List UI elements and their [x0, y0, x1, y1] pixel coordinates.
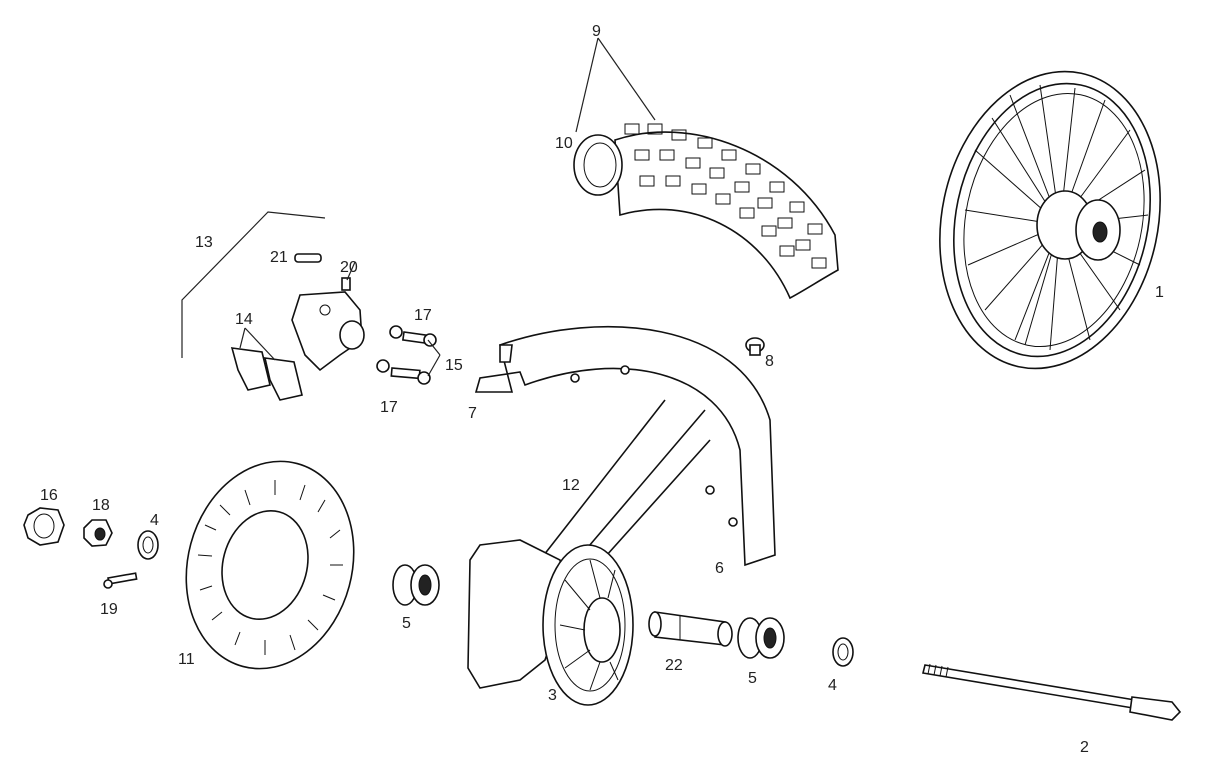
part-axle-nut: [23, 507, 65, 546]
label-18: 18: [92, 497, 110, 514]
part-wheel-assembly: [939, 70, 1161, 370]
label-4-left: 4: [150, 512, 159, 529]
label-8: 8: [765, 353, 774, 370]
callout-labels: 1 2 3 4 4 5 5 6 7 8 9 10 11 12 13 14 15 …: [40, 23, 1164, 756]
label-12: 12: [562, 477, 580, 494]
label-17-top: 17: [414, 307, 432, 324]
part-washer-right: [832, 637, 854, 667]
part-brake-caliper: [181, 211, 365, 401]
part-bearing-left: [392, 564, 440, 606]
label-22: 22: [665, 657, 683, 674]
part-caliper-bolts: [376, 325, 441, 385]
label-7: 7: [468, 405, 477, 422]
part-axle: [922, 663, 1182, 721]
part-washer-left: [137, 530, 159, 560]
label-1: 1: [1155, 284, 1164, 301]
leader-lines: [346, 261, 356, 281]
label-2: 2: [1080, 739, 1089, 756]
label-20: 20: [340, 259, 358, 276]
label-17-bottom: 17: [380, 399, 398, 416]
label-5-right: 5: [748, 670, 757, 687]
label-11: 11: [178, 651, 195, 668]
label-19: 19: [100, 601, 118, 618]
label-16: 16: [40, 487, 58, 504]
label-5-left: 5: [402, 615, 411, 632]
part-tyre: [573, 37, 839, 300]
label-9: 9: [592, 23, 601, 40]
label-6: 6: [715, 560, 724, 577]
part-bearing-right: [737, 617, 785, 659]
part-fender: [474, 325, 776, 567]
label-3: 3: [548, 687, 557, 704]
part-bolt: [103, 572, 138, 589]
label-21: 21: [270, 249, 288, 266]
part-self-locking-nut: [83, 519, 113, 547]
label-14: 14: [235, 311, 253, 328]
label-15: 15: [445, 357, 463, 374]
part-brake-disc: [185, 460, 355, 670]
label-4-right: 4: [828, 677, 837, 694]
label-13: 13: [195, 234, 213, 251]
part-hub: [467, 539, 634, 706]
part-screw: [745, 337, 765, 356]
part-spacer: [648, 611, 733, 647]
label-10: 10: [555, 135, 573, 152]
